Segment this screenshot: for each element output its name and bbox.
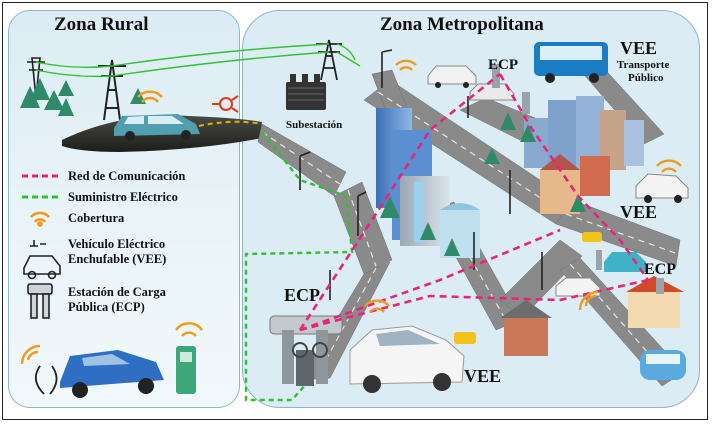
ecp-left-label: ECP — [284, 285, 320, 305]
plug-icon — [212, 95, 239, 113]
vee-top-label: VEE — [620, 38, 658, 58]
city-buildings — [376, 96, 684, 356]
legend-item-power: Suministro Eléctrico — [68, 190, 178, 204]
legend-item-ev-line1: Vehículo Eléctrico — [68, 237, 166, 251]
wifi-icon-bottom-right — [578, 290, 599, 311]
car-teal — [604, 252, 646, 272]
vee-top-sub1: Transporte — [617, 59, 670, 71]
wifi-icon-station — [364, 299, 390, 313]
city-trees — [380, 112, 586, 256]
rural-electric-car-icon — [114, 114, 200, 141]
power-supply-line — [244, 131, 354, 402]
car-main-white — [349, 325, 465, 393]
legend-item-communication: Red de Comunicación — [68, 169, 186, 183]
street-lamps — [299, 49, 543, 300]
wifi-icon-top — [395, 59, 417, 71]
power-lines — [35, 43, 361, 78]
legend-item-station-line2: Pública (ECP) — [68, 300, 145, 314]
wifi-icon-bottom-left — [20, 344, 41, 365]
vee-right-label: VEE — [620, 202, 658, 222]
legend-electric-car-icon — [23, 240, 61, 280]
substation-transformer-icon — [286, 74, 326, 110]
vee-top-sub2: Público — [628, 72, 664, 84]
rural-coverage-wifi-icon — [137, 90, 163, 103]
car-white-mid — [555, 277, 601, 297]
wifi-icon-right — [656, 159, 682, 173]
rural-zone-title: Zona Rural — [54, 14, 149, 35]
vee-bottom-label: VEE — [464, 366, 502, 386]
rural-ev-charging-illustration — [34, 346, 196, 398]
car-right-white — [635, 173, 689, 203]
legend-charging-station-icon — [27, 283, 53, 319]
car-yellow-2 — [454, 332, 476, 344]
metro-zone-title: Zona Metropolitana — [380, 14, 544, 35]
public-transport-bus-icon — [534, 42, 608, 83]
legend-item-coverage: Cobertura — [68, 211, 125, 225]
legend-wifi-icon — [30, 211, 50, 227]
rural-road-curve — [189, 120, 263, 129]
wifi-icon-ecp-left — [175, 322, 203, 337]
small-stations — [492, 64, 664, 294]
communication-network-lines — [298, 72, 650, 332]
pylon-large-icon — [98, 59, 126, 121]
coverage-wifi-icons — [20, 59, 682, 365]
substation-label: Subestación — [286, 119, 343, 131]
legend-item-station-line1: Estación de Carga — [68, 285, 166, 299]
ecp-top-label: ECP — [488, 57, 518, 73]
car-top-1 — [427, 65, 477, 88]
van-blue — [640, 350, 686, 380]
car-yellow-1 — [582, 232, 602, 242]
rural-zone-panel — [8, 10, 240, 408]
legend-item-ev-line2: Enchufable (VEE) — [68, 252, 167, 266]
ecp-right-label: ECP — [644, 261, 676, 278]
rural-trees — [20, 78, 146, 116]
